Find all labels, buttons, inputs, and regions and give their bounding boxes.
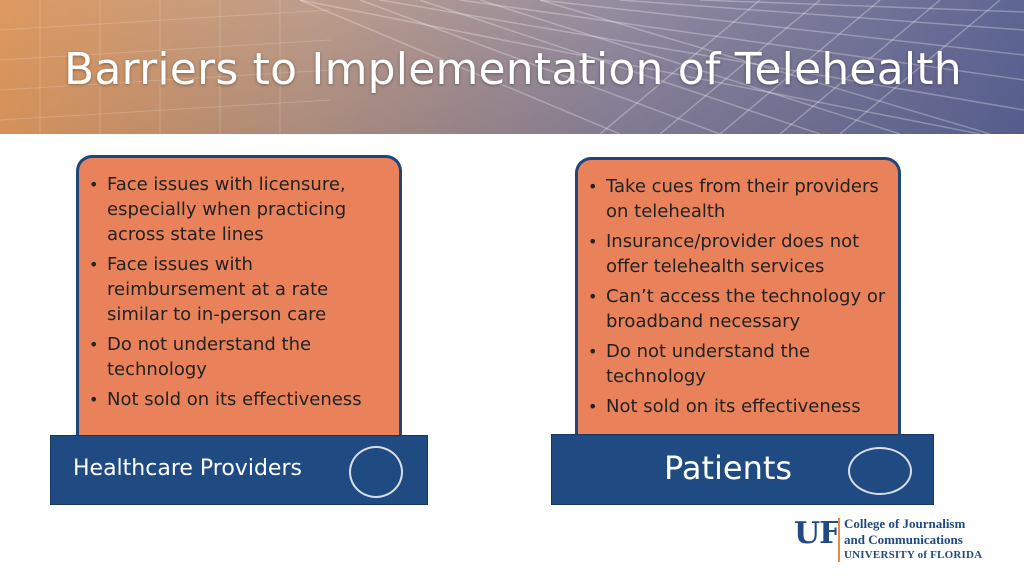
providers-label: Healthcare Providers [73,456,302,481]
uf-monogram: UF [794,516,840,551]
bullet-icon: • [588,397,598,416]
list-item-text: Insurance/provider does not offer telehe… [606,231,860,277]
bullet-icon: • [588,342,598,361]
bullet-icon: • [89,335,99,354]
logo-line-3: UNIVERSITY of FLORIDA [844,549,983,561]
patients-label-bar: Patients [551,434,934,505]
list-item-text: Not sold on its effectiveness [107,389,362,410]
list-item: • Insurance/provider does not offer teleh… [588,229,892,279]
bullet-icon: • [588,287,598,306]
list-item-text: Face issues with reimbursement at a rate… [107,254,329,325]
bullet-icon: • [89,255,99,274]
list-item: • Not sold on its effectiveness [89,387,389,412]
page-title: Barriers to Implementation of Telehealth [64,44,962,95]
list-item: • Do not understand the technology [89,332,389,382]
list-item-text: Do not understand the technology [606,341,811,387]
bullet-icon: • [588,177,598,196]
providers-barrier-list: • Face issues with licensure, especially … [89,172,389,417]
list-item-text: Face issues with licensure, especially w… [107,174,347,245]
logo-line-1: College of Journalism [844,516,966,531]
header-banner: Barriers to Implementation of Telehealth [0,0,1024,134]
bullet-icon: • [588,232,598,251]
uf-college-logo: UF College of Journalism and Communicati… [794,516,994,566]
bullet-icon: • [89,390,99,409]
circle-outline-icon [349,446,403,498]
patients-barrier-list: • Take cues from their providers on teleh… [588,174,892,424]
patients-label: Patients [664,449,793,487]
logo-divider [838,518,840,562]
list-item: • Not sold on its effectiveness [588,394,892,419]
list-item: • Face issues with reimbursement at a rat… [89,252,389,327]
patients-barriers-card: • Take cues from their providers on teleh… [575,157,901,437]
bullet-icon: • [89,175,99,194]
skylight-background-image [0,0,1024,134]
providers-label-bar: Healthcare Providers [50,435,428,505]
list-item: • Can’t access the technology or broadban… [588,284,892,334]
list-item: • Do not understand the technology [588,339,892,389]
list-item: • Face issues with licensure, especially … [89,172,389,247]
list-item: • Take cues from their providers on teleh… [588,174,892,224]
logo-wordmark: College of Journalism and Communications… [844,516,982,563]
list-item-text: Take cues from their providers on telehe… [606,176,879,222]
circle-outline-icon [848,447,912,495]
logo-line-2: and Communications [844,532,963,547]
list-item-text: Do not understand the technology [107,334,312,380]
list-item-text: Can’t access the technology or broadband… [606,286,886,332]
list-item-text: Not sold on its effectiveness [606,396,861,417]
providers-barriers-card: • Face issues with licensure, especially … [76,155,402,437]
